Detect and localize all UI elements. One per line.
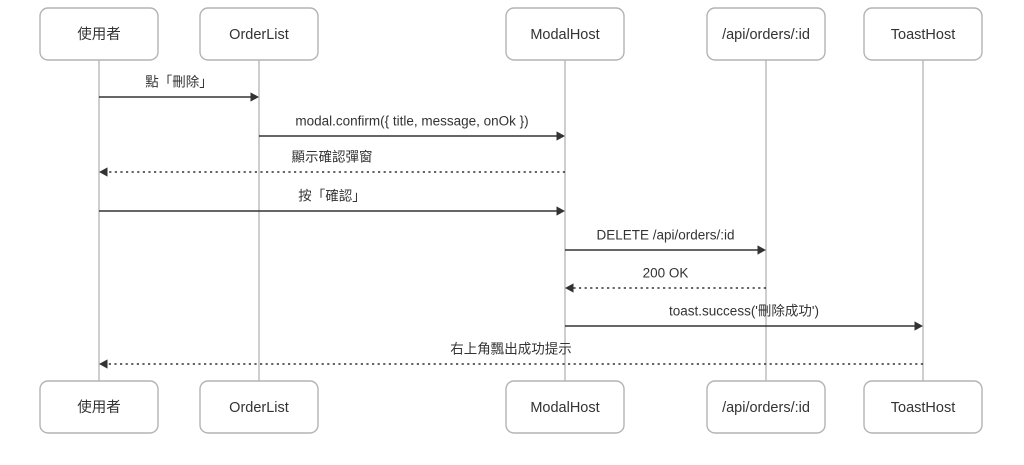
message-label-4: 按「確認」 [298, 189, 366, 204]
message-5[interactable]: DELETE /api/orders/:id [565, 228, 766, 255]
participant-orderlist-bottom[interactable]: OrderList [199, 380, 319, 434]
message-4[interactable]: 按「確認」 [99, 189, 565, 216]
message-label-5: DELETE /api/orders/:id [596, 228, 734, 243]
participant-user-bottom[interactable]: 使用者 [39, 380, 159, 434]
participant-box-toasthost [863, 380, 983, 434]
message-arrowhead-7 [914, 321, 923, 331]
participant-toasthost-bottom[interactable]: ToastHost [863, 380, 983, 434]
message-arrowhead-6 [565, 283, 574, 293]
participant-label-modalhost: ModalHost [530, 27, 599, 43]
participant-box-api [706, 380, 826, 434]
participant-label-orderlist: OrderList [229, 27, 289, 43]
message-arrowhead-2 [556, 131, 565, 141]
participant-user-top[interactable]: 使用者 [39, 7, 159, 61]
message-label-8: 右上角飄出成功提示 [450, 342, 572, 357]
participant-label-api: /api/orders/:id [722, 27, 810, 43]
participant-box-modalhost [505, 380, 625, 434]
participant-label-orderlist: OrderList [229, 400, 289, 416]
participant-box-user [39, 380, 159, 434]
participant-box-toasthost [863, 7, 983, 61]
participant-label-user: 使用者 [77, 26, 121, 43]
participant-box-orderlist [199, 7, 319, 61]
message-arrowhead-3 [99, 167, 108, 177]
participant-orderlist-top[interactable]: OrderList [199, 7, 319, 61]
message-arrowhead-1 [250, 92, 259, 102]
message-arrowhead-4 [556, 206, 565, 216]
participant-box-user [39, 7, 159, 61]
participant-label-modalhost: ModalHost [530, 400, 599, 416]
participants-top-layer: 使用者 OrderList ModalHost/api/orders/:id Toas… [39, 7, 983, 61]
message-label-1: 點「刪除」 [145, 75, 213, 90]
participants-bottom-layer: 使用者 OrderList ModalHost/api/orders/:id Toas… [39, 380, 983, 434]
lifelines-layer [98, 60, 924, 381]
message-arrowhead-5 [757, 245, 766, 255]
participant-api-bottom[interactable]: /api/orders/:id [706, 380, 826, 434]
participant-modalhost-bottom[interactable]: ModalHost [505, 380, 625, 434]
message-1[interactable]: 點「刪除」 [99, 75, 259, 102]
message-8[interactable]: 右上角飄出成功提示 [99, 342, 923, 369]
participant-label-toasthost: ToastHost [891, 400, 955, 416]
message-label-6: 200 OK [643, 266, 689, 281]
participant-box-modalhost [505, 7, 625, 61]
participant-box-orderlist [199, 380, 319, 434]
message-2[interactable]: modal.confirm({ title, message, onOk }) [259, 114, 565, 141]
message-label-3: 顯示確認彈窗 [292, 149, 373, 165]
message-label-7: toast.success('刪除成功') [669, 304, 819, 319]
participant-api-top[interactable]: /api/orders/:id [706, 7, 826, 61]
participant-label-toasthost: ToastHost [891, 27, 955, 43]
participant-box-api [706, 7, 826, 61]
message-label-2: modal.confirm({ title, message, onOk }) [295, 114, 528, 129]
message-6[interactable]: 200 OK [565, 266, 766, 293]
messages-layer: 點「刪除」 modal.confirm({ title, message, onO… [99, 75, 923, 369]
participant-label-user: 使用者 [77, 399, 121, 416]
participant-toasthost-top[interactable]: ToastHost [863, 7, 983, 61]
participant-modalhost-top[interactable]: ModalHost [505, 7, 625, 61]
message-7[interactable]: toast.success('刪除成功') [565, 304, 923, 331]
message-3[interactable]: 顯示確認彈窗 [99, 149, 565, 177]
message-arrowhead-8 [99, 359, 108, 369]
participant-label-api: /api/orders/:id [722, 400, 810, 416]
